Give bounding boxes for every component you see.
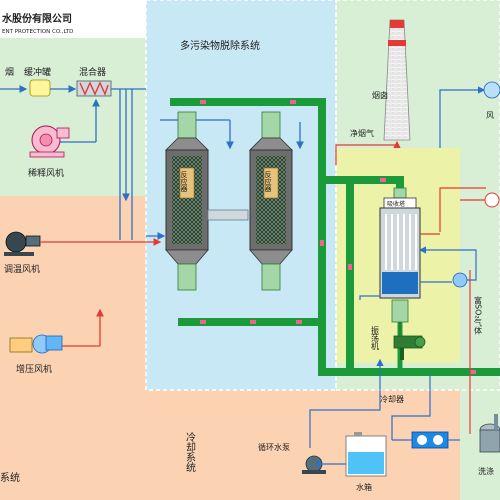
reactor-2: [249, 111, 293, 291]
label-booster-fan: 增压风机: [16, 363, 52, 375]
booster-fan: [9, 334, 63, 354]
oscillator: [393, 335, 426, 360]
label-reactor-1: 反应器: [180, 170, 188, 193]
buffer-tank: [29, 79, 51, 97]
green-pipe-top: [170, 98, 350, 376]
washer: [479, 414, 500, 453]
label-absorber: 吸收塔: [387, 200, 405, 208]
label-washer-partial: 洗涤: [478, 466, 494, 476]
company-cn: 水股份有限公司: [1, 12, 72, 25]
reactor-connector: [207, 209, 249, 221]
temp-fan: [4, 231, 41, 256]
label-dilution-fan: 稀释风机: [28, 167, 64, 179]
zone-left-bottom: [0, 390, 146, 500]
zone-title-cooling: 冷却系统: [184, 431, 196, 472]
dilution-fan: [29, 125, 70, 158]
label-buffer-tank: 缓冲罐: [24, 66, 51, 78]
absorber-pump: [452, 272, 468, 288]
reactor-1: [165, 111, 209, 291]
label-smoke-partial: 烟: [5, 66, 14, 78]
label-temp-fan: 调温风机: [4, 263, 40, 275]
label-cooler: 冷却器: [380, 394, 404, 404]
label-clean-flue-gas: 净烟气: [350, 128, 374, 138]
circulation-pump: [302, 455, 326, 474]
label-reactor-2: 反应器: [264, 170, 272, 193]
right-valve: [484, 192, 500, 208]
label-water-tank: 水箱: [356, 482, 372, 492]
absorber-tower: [379, 187, 421, 323]
company-en: ENT PROTECTION CO.,LTD: [2, 29, 73, 35]
label-rich-so2: 富SO₂气体: [474, 295, 483, 336]
zone-fragment-left: 系统: [0, 471, 20, 484]
zone-left-peach: [0, 196, 146, 390]
label-mixer: 混合器: [79, 66, 106, 78]
top-right-fan: [483, 81, 500, 99]
zone-cooling: [146, 390, 460, 500]
zone-title-main: 多污染物脱除系统: [180, 39, 260, 52]
label-chimney: 烟囱: [372, 90, 388, 100]
header-band: [0, 0, 146, 38]
chimney: [383, 19, 411, 141]
label-oscillator: 振荡机: [371, 325, 380, 351]
label-top-right-fan: 风: [486, 111, 494, 120]
label-circulation-pump: 循环水泵: [258, 442, 290, 452]
cooler: [411, 431, 449, 449]
water-tank: [345, 432, 387, 477]
